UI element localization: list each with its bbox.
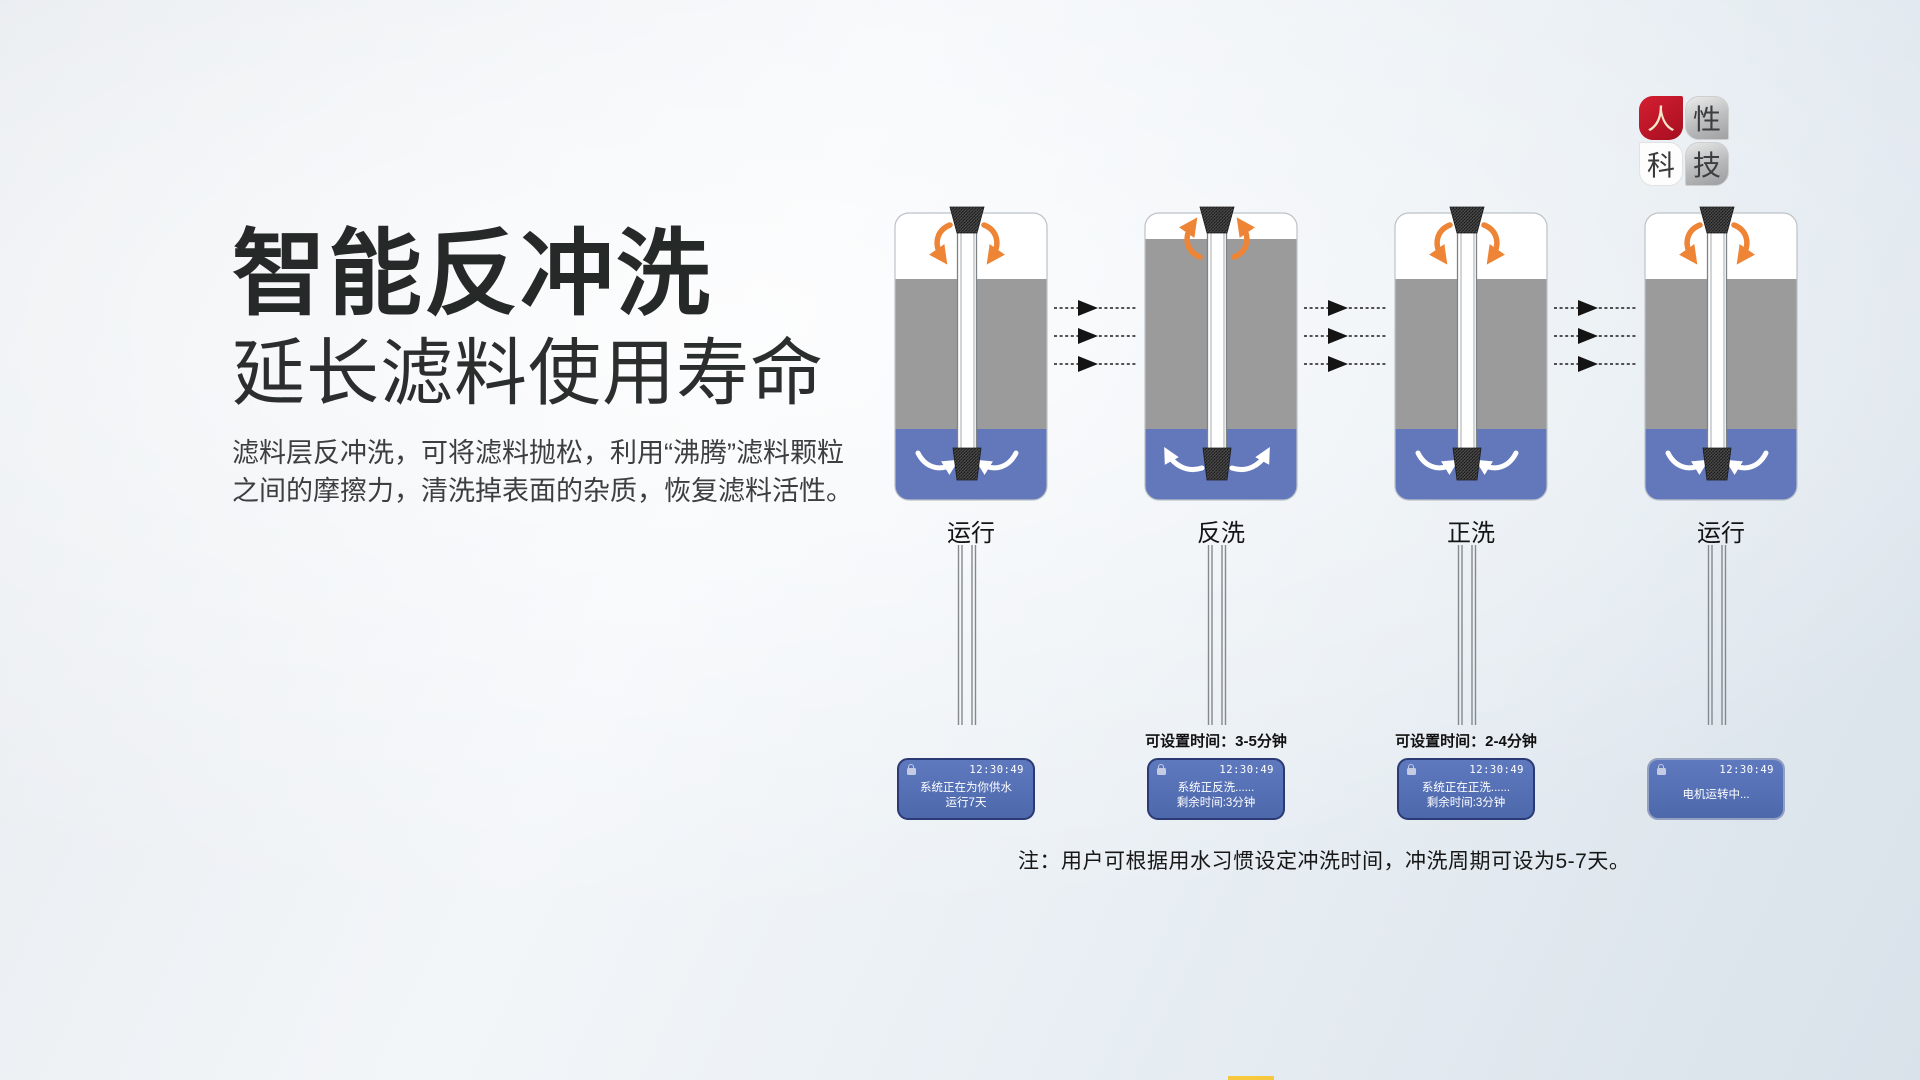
stage-label: 正洗 (1447, 520, 1495, 547)
stage-column-3: 正洗 可设置时间：2-4分钟 12:30:49 系统正在正洗...... 剩余时间… (1391, 205, 1551, 865)
outlet-pipe (1707, 545, 1727, 725)
stage-label: 运行 (1697, 520, 1745, 547)
lock-icon (1657, 764, 1666, 775)
flow-connector-arrows (1054, 300, 1136, 372)
stage-label: 运行 (947, 520, 995, 547)
outlet-pipe (957, 545, 977, 725)
logo-tile-ji: 技 (1685, 142, 1729, 186)
screen-message-line: 运行7天 (945, 796, 987, 809)
hero-section: 智能反冲洗 延长滤料使用寿命 滤料层反冲洗，可将滤料抛松，利用“沸腾”滤料颗粒 … (232, 222, 853, 510)
stage-column-4: 运行 12:30:49 电机运转中... (1641, 205, 1801, 865)
display-screen: 12:30:49 系统正在为你供水运行7天 (897, 758, 1035, 820)
brand-logo: 人 性 科 技 (1639, 96, 1729, 186)
settable-time-label: 可设置时间：2-4分钟 (1395, 733, 1537, 750)
screen-message-line: 剩余时间:3分钟 (1176, 796, 1256, 809)
filter-tank-diagram (1394, 206, 1548, 501)
screen-message: 电机运转中... (1653, 778, 1779, 813)
filter-tank-diagram (1144, 206, 1298, 501)
screen-message-line: 电机运转中... (1682, 789, 1750, 801)
description: 滤料层反冲洗，可将滤料抛松，利用“沸腾”滤料颗粒 之间的摩擦力，清洗掉表面的杂质… (232, 434, 853, 510)
settable-time-label: 可设置时间：3-5分钟 (1145, 733, 1287, 750)
footnote: 注：用户可根据用水习惯设定冲洗时间，冲洗周期可设为5-7天。 (1018, 850, 1631, 873)
screen-message: 系统正在为你供水运行7天 (903, 778, 1029, 813)
logo-tile-ke: 科 (1639, 142, 1683, 186)
lock-icon (1157, 764, 1166, 775)
screen-message: 系统正反洗...... 剩余时间:3分钟 (1153, 778, 1279, 813)
filter-tank-diagram (1644, 206, 1798, 501)
logo-tile-xing: 性 (1685, 96, 1729, 140)
screen-time: 12:30:49 (1719, 764, 1774, 776)
flow-connector-arrows (1554, 300, 1636, 372)
logo-tile-ren: 人 (1639, 96, 1683, 140)
stage-label: 反洗 (1197, 520, 1245, 547)
display-screen: 12:30:49 电机运转中... (1647, 758, 1785, 820)
screen-time: 12:30:49 (1469, 764, 1524, 776)
screen-message: 系统正在正洗...... 剩余时间:3分钟 (1403, 778, 1529, 813)
screen-time: 12:30:49 (1219, 764, 1274, 776)
filter-tank-diagram (894, 206, 1048, 501)
description-line-2: 之间的摩擦力，清洗掉表面的杂质，恢复滤料活性。 (232, 476, 853, 506)
screen-message-line: 系统正在为你供水 (920, 781, 1012, 794)
outlet-pipe (1457, 545, 1477, 725)
display-screen: 12:30:49 系统正反洗...... 剩余时间:3分钟 (1147, 758, 1285, 820)
flow-connector-arrows (1304, 300, 1386, 372)
lock-icon (1407, 764, 1416, 775)
display-screen: 12:30:49 系统正在正洗...... 剩余时间:3分钟 (1397, 758, 1535, 820)
stage-column-1: 运行 12:30:49 系统正在为你供水运行7天 (891, 205, 1051, 865)
bottom-peek-element (1228, 1076, 1274, 1080)
screen-message-line: 系统正反洗...... (1177, 781, 1255, 794)
outlet-pipe (1207, 545, 1227, 725)
page-subtitle: 延长滤料使用寿命 (232, 333, 824, 414)
stage-column-2: 反洗 可设置时间：3-5分钟 12:30:49 系统正反洗...... 剩余时间:… (1141, 205, 1301, 865)
screen-message-line: 系统正在正洗...... (1421, 781, 1511, 794)
page-title: 智能反冲洗 (232, 221, 713, 326)
screen-message-line: 剩余时间:3分钟 (1426, 796, 1506, 809)
description-line-1: 滤料层反冲洗，可将滤料抛松，利用“沸腾”滤料颗粒 (232, 438, 844, 468)
lock-icon (907, 764, 916, 775)
screen-time: 12:30:49 (969, 764, 1024, 776)
